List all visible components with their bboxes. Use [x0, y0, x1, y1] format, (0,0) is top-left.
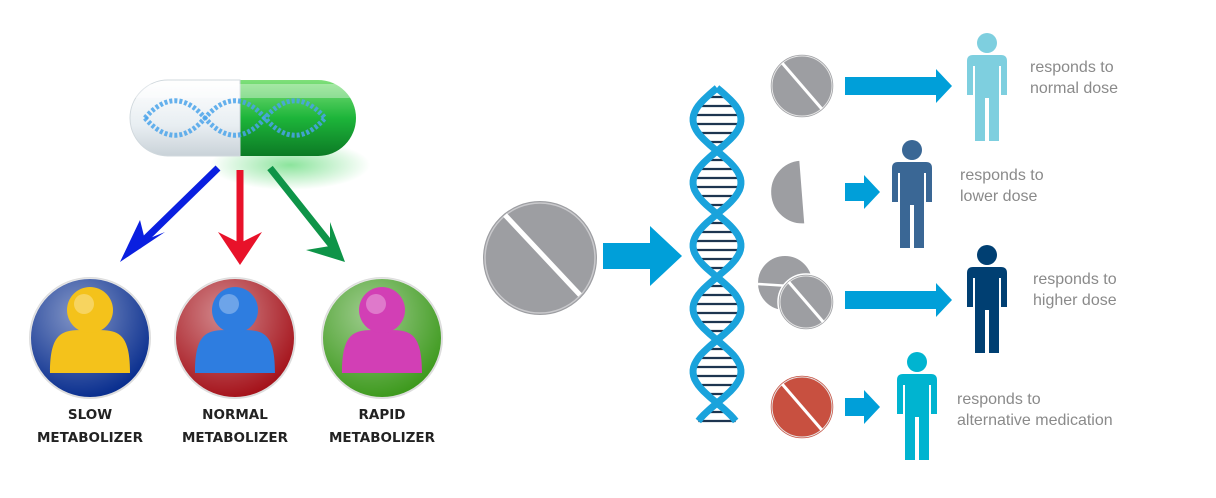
metabolizer-rapid: RAPID METABOLIZER [321, 277, 443, 446]
metabolizer-label-line2: METABOLIZER [37, 430, 144, 446]
user-icon [195, 287, 275, 373]
arrow-slow [135, 165, 221, 249]
response-text-line2: alternative medication [957, 412, 1113, 429]
response-text-line2: lower dose [960, 188, 1037, 205]
metabolizer-label-line2: METABOLIZER [329, 430, 436, 446]
metabolism-arrows [120, 165, 345, 265]
response-text-line1: responds to [960, 167, 1044, 184]
person-icon [897, 352, 937, 460]
metabolizer-label-line1: SLOW [68, 407, 112, 423]
metabolizer-slow: SLOW METABOLIZER [29, 277, 151, 446]
response-arrow [845, 69, 952, 103]
arrow-rapid [267, 165, 335, 249]
whole-pill-icon [769, 53, 835, 119]
response-row-half: responds to lower dose [769, 140, 1044, 248]
medication-pill [481, 199, 599, 317]
person-icon [967, 245, 1007, 353]
double-pill-icon [756, 254, 835, 331]
metabolizer-label-line1: NORMAL [202, 407, 268, 423]
alternative-pill-icon [769, 374, 835, 440]
arrow-normal-head [218, 232, 262, 265]
pill-icon [777, 273, 835, 331]
main-arrow [603, 226, 682, 286]
response-text-line1: responds to [1033, 271, 1117, 288]
dna-capsule [129, 79, 370, 190]
metabolizer-normal: NORMAL METABOLIZER [174, 277, 296, 446]
user-icon [50, 287, 130, 373]
response-arrow [845, 175, 880, 209]
user-icon [342, 287, 422, 373]
person-icon [967, 33, 1007, 141]
arrow-rapid-head [306, 222, 345, 262]
response-row-whole: responds to normal dose [769, 33, 1118, 141]
metabolizer-label-line2: METABOLIZER [182, 430, 289, 446]
response-row-alternative: responds to alternative medication [769, 352, 1113, 460]
response-arrow [845, 283, 952, 317]
dna-helix-icon [689, 85, 745, 424]
response-text-line1: responds to [1030, 59, 1114, 76]
response-text-line1: responds to [957, 391, 1041, 408]
person-icon [892, 140, 932, 248]
response-text-line2: higher dose [1033, 292, 1117, 309]
half-pill-icon [769, 159, 806, 225]
metabolizer-label-line1: RAPID [359, 407, 406, 423]
response-arrow [845, 390, 880, 424]
response-text-line2: normal dose [1030, 80, 1118, 97]
arrow-slow-head [120, 220, 165, 262]
response-row-double: responds to higher dose [756, 245, 1117, 353]
